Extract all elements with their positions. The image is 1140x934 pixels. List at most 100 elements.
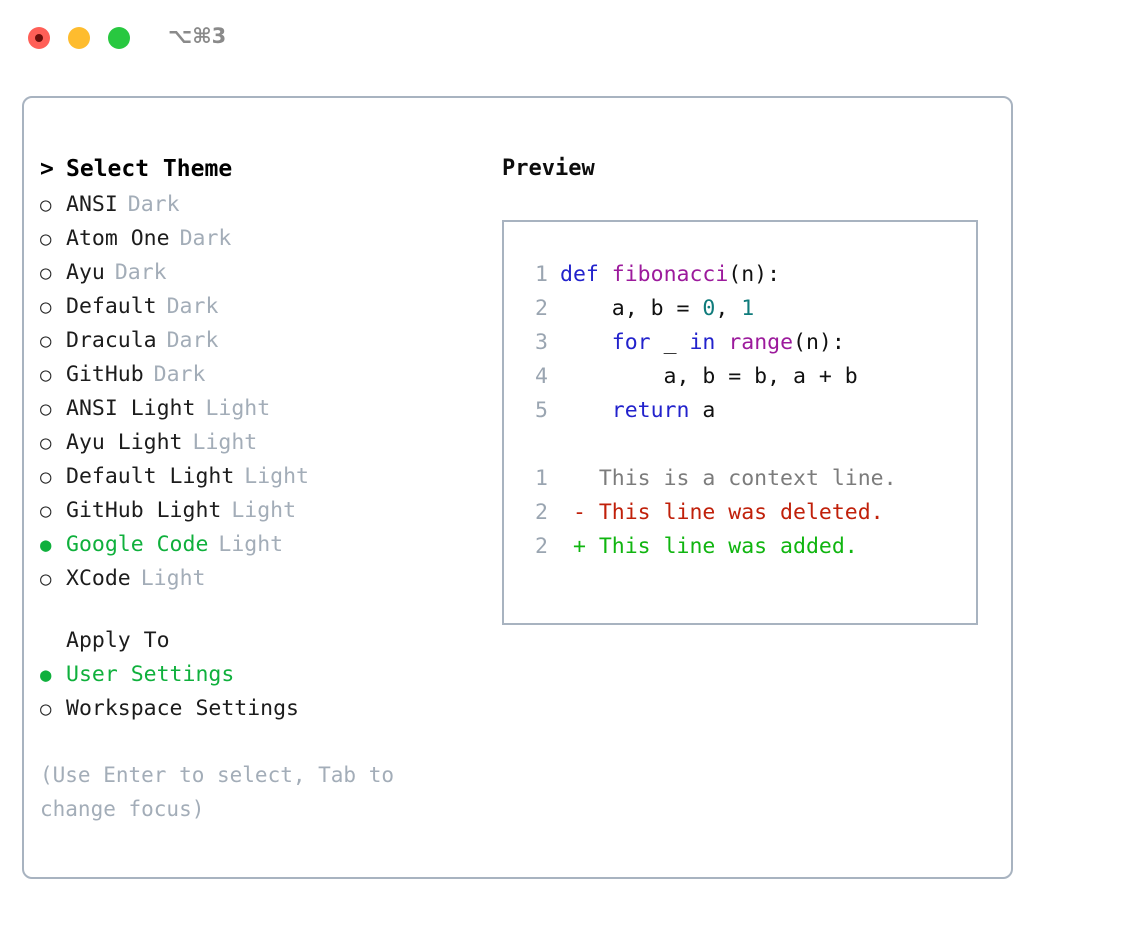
line-number: 2 bbox=[535, 534, 548, 559]
theme-option-label: Google Code bbox=[66, 532, 209, 557]
minimize-window-button[interactable] bbox=[68, 27, 90, 49]
apply-to-heading: Apply To bbox=[40, 624, 480, 658]
theme-option-tag: Light bbox=[244, 464, 310, 489]
apply-to-option-workspace-settings[interactable]: ○Workspace Settings bbox=[40, 692, 480, 726]
keyboard-hint-text: (Use Enter to select, Tab to change focu… bbox=[40, 763, 395, 821]
line-number: 1 bbox=[535, 262, 548, 287]
line-number: 3 bbox=[535, 330, 548, 355]
theme-option-label: Ayu Light bbox=[66, 430, 183, 455]
radio-unselected-icon: ○ bbox=[40, 364, 52, 386]
code-token: (n): bbox=[728, 262, 781, 287]
code-token: in bbox=[689, 330, 716, 355]
code-line-text: return a bbox=[560, 394, 716, 428]
line-number: 1 bbox=[535, 466, 548, 491]
code-token bbox=[560, 398, 612, 423]
line-number: 5 bbox=[535, 398, 548, 423]
radio-selected-icon: ● bbox=[40, 664, 52, 686]
code-line: 1 def fibonacci(n): bbox=[518, 258, 970, 292]
theme-option-label: ANSI Light bbox=[66, 396, 196, 421]
code-token: fibonacci bbox=[611, 262, 729, 287]
code-line-text: for _ in range(n): bbox=[560, 326, 845, 360]
select-theme-heading: > Select Theme bbox=[40, 150, 480, 188]
theme-option-label: GitHub bbox=[66, 362, 144, 387]
code-token: for bbox=[611, 330, 651, 355]
radio-unselected-icon: ○ bbox=[40, 296, 52, 318]
radio-unselected-icon: ○ bbox=[40, 194, 52, 216]
prompt-caret-icon: > bbox=[40, 156, 54, 182]
theme-option-xcode[interactable]: ○ XCode Light bbox=[40, 562, 480, 596]
radio-unselected-icon: ○ bbox=[40, 398, 52, 420]
theme-option-github[interactable]: ○ GitHub Dark bbox=[40, 358, 480, 392]
line-number: 4 bbox=[535, 364, 548, 389]
theme-option-tag: Light bbox=[140, 566, 206, 591]
code-token bbox=[599, 262, 612, 287]
code-line: 3 for _ in range(n): bbox=[518, 326, 970, 360]
diff-marker bbox=[560, 462, 599, 496]
code-token: a, b = bbox=[560, 296, 703, 321]
close-window-button[interactable] bbox=[28, 27, 50, 49]
apply-to-option-user-settings[interactable]: ●User Settings bbox=[40, 658, 480, 692]
code-token: a, b = b, a + b bbox=[560, 364, 858, 389]
line-number: 2 bbox=[535, 296, 548, 321]
code-line: 4 a, b = b, a + b bbox=[518, 360, 970, 394]
code-line-text: def fibonacci(n): bbox=[560, 258, 780, 292]
keyboard-shortcut-label: ⌥⌘3 bbox=[168, 24, 227, 48]
code-token bbox=[560, 330, 612, 355]
code-token: def bbox=[560, 262, 599, 287]
diff-line-text: This line was deleted. bbox=[598, 500, 884, 525]
code-token: range bbox=[728, 330, 794, 355]
theme-option-label: Dracula bbox=[66, 328, 157, 353]
apply-to-title: Apply To bbox=[66, 628, 170, 653]
theme-option-ansi[interactable]: ○ ANSI Dark bbox=[40, 188, 480, 222]
radio-unselected-icon: ○ bbox=[40, 330, 52, 352]
code-line-text: a, b = b, a + b bbox=[560, 360, 858, 394]
traffic-light-controls bbox=[28, 27, 130, 49]
code-token: , bbox=[715, 296, 742, 321]
radio-unselected-icon: ○ bbox=[40, 500, 52, 522]
code-token: 0 bbox=[702, 296, 716, 321]
radio-unselected-icon: ○ bbox=[40, 228, 52, 250]
theme-option-label: Atom One bbox=[66, 226, 170, 251]
theme-option-tag: Dark bbox=[127, 192, 180, 217]
theme-option-tag: Light bbox=[231, 498, 297, 523]
code-token bbox=[715, 330, 728, 355]
theme-option-tag: Dark bbox=[153, 362, 206, 387]
theme-option-github-light[interactable]: ○ GitHub Light Light bbox=[40, 494, 480, 528]
title-bar: ⌥⌘3 bbox=[0, 0, 1140, 78]
theme-option-tag: Light bbox=[192, 430, 258, 455]
code-line: 5 return a bbox=[518, 394, 970, 428]
theme-option-tag: Dark bbox=[114, 260, 167, 285]
apply-to-option-label: Workspace Settings bbox=[66, 696, 299, 721]
diff-marker: + bbox=[560, 534, 599, 559]
code-line: 2 a, b = 0, 1 bbox=[518, 292, 970, 326]
select-theme-title: Select Theme bbox=[66, 156, 233, 182]
maximize-window-button[interactable] bbox=[108, 27, 130, 49]
diff-marker: - bbox=[560, 500, 599, 525]
line-number: 2 bbox=[535, 500, 548, 525]
theme-option-label: Default Light bbox=[66, 464, 235, 489]
diff-line-text: This line was added. bbox=[598, 534, 858, 559]
radio-unselected-icon: ○ bbox=[40, 262, 52, 284]
radio-unselected-icon: ○ bbox=[40, 568, 52, 590]
theme-option-tag: Light bbox=[218, 532, 284, 557]
code-token: 1 bbox=[741, 296, 755, 321]
theme-option-label: XCode bbox=[66, 566, 131, 591]
diff-line-text: This is a context line. bbox=[598, 466, 897, 491]
theme-option-label: ANSI bbox=[66, 192, 118, 217]
theme-option-label: GitHub Light bbox=[66, 498, 222, 523]
code-line-text: a, b = 0, 1 bbox=[560, 292, 754, 326]
